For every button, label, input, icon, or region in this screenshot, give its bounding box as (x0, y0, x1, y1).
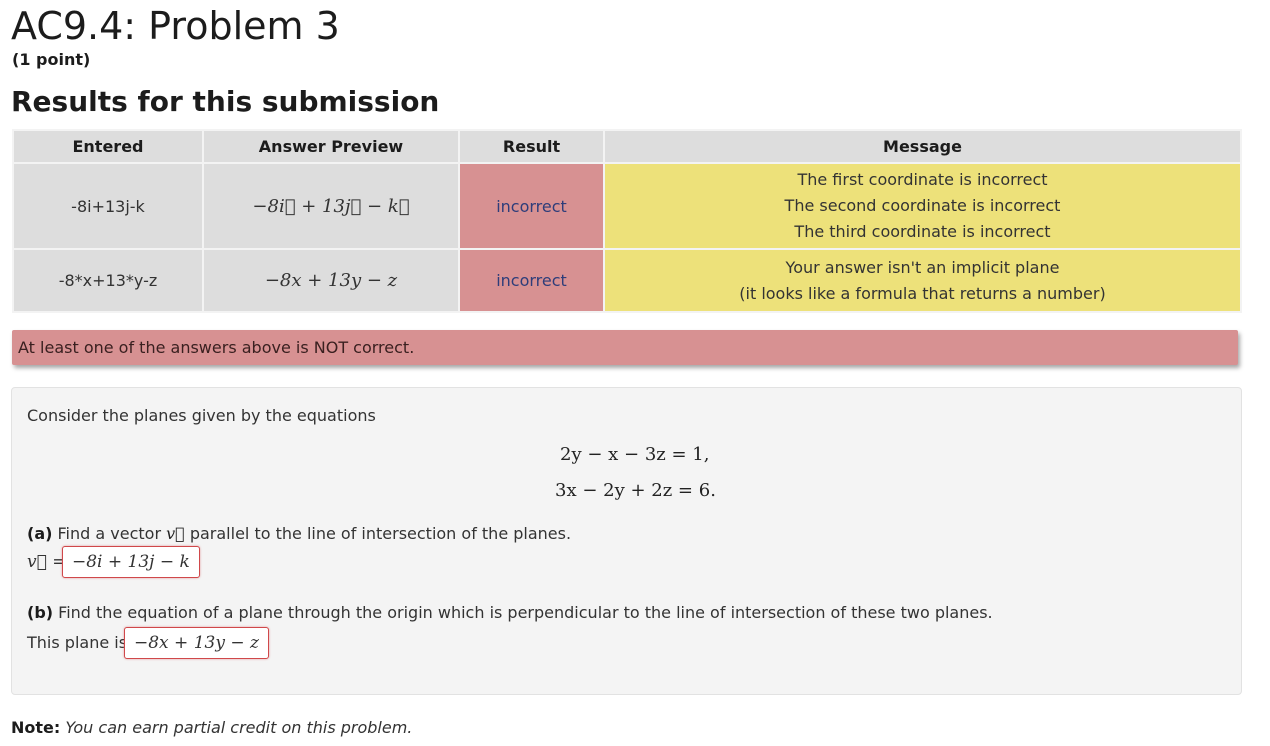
result-cell: incorrect (458, 248, 605, 313)
table-row: -8*x+13*y-z −8x + 13y − z incorrect Your… (12, 248, 1242, 313)
column-header-entered: Entered (12, 129, 204, 164)
message-line: The second coordinate is incorrect (784, 196, 1061, 215)
answer-input-a[interactable]: −8i + 13j − k (62, 546, 200, 578)
answer-input-b[interactable]: −8x + 13y − z (124, 627, 269, 659)
page-title: AC9.4: Problem 3 (11, 4, 340, 48)
entered-cell: -8*x+13*y-z (12, 248, 204, 313)
column-header-result: Result (458, 129, 605, 164)
vector-v-symbol: v⃗ (166, 524, 185, 543)
message-line: The third coordinate is incorrect (794, 222, 1051, 241)
part-b-text: Find the equation of a plane through the… (53, 603, 993, 622)
column-header-answer-preview: Answer Preview (202, 129, 460, 164)
part-a-text-after: parallel to the line of intersection of … (184, 524, 572, 543)
part-b-tag: (b) (27, 603, 54, 622)
equation-1: 2y − x − 3z = 1, (560, 444, 710, 465)
vector-v-label: v⃗ = (27, 552, 67, 572)
message-line: Your answer isn't an implicit plane (785, 257, 1060, 277)
plane-label: This plane is (27, 633, 128, 652)
equation-2: 3x − 2y + 2z = 6. (555, 480, 716, 501)
entered-cell: -8i+13j-k (12, 162, 204, 250)
part-a-text-before: Find a vector (52, 524, 167, 543)
answer-preview-cell: −8x + 13y − z (202, 248, 460, 313)
result-cell: incorrect (458, 162, 605, 250)
answer-preview-cell: −8i⃗ + 13j⃗ − k⃗ (202, 162, 460, 250)
points-label: (1 point) (12, 50, 91, 69)
note-text: You can earn partial credit on this prob… (60, 718, 413, 737)
column-header-message: Message (603, 129, 1242, 164)
results-header-row: Entered Answer Preview Result Message (12, 129, 1242, 164)
table-row: -8i+13j-k −8i⃗ + 13j⃗ − k⃗ incorrect The… (12, 162, 1242, 250)
message-cell: Your answer isn't an implicit plane (it … (603, 248, 1242, 313)
part-a-tag: (a) (27, 524, 53, 543)
incorrect-alert: At least one of the answers above is NOT… (12, 330, 1238, 365)
message-cell: The first coordinate is incorrect The se… (603, 162, 1242, 250)
note-label: Note: (11, 718, 61, 737)
message-line: The first coordinate is incorrect (797, 170, 1048, 189)
results-table: Entered Answer Preview Result Message -8… (12, 129, 1242, 313)
part-a-question: (a) Find a vector v⃗ parallel to the lin… (27, 524, 571, 543)
problem-intro: Consider the planes given by the equatio… (27, 406, 376, 425)
problem-body: Consider the planes given by the equatio… (11, 387, 1242, 695)
message-line: (it looks like a formula that returns a … (739, 283, 1106, 303)
partial-credit-note: Note: You can earn partial credit on thi… (11, 718, 412, 737)
part-b-question: (b) Find the equation of a plane through… (27, 603, 993, 622)
results-heading: Results for this submission (11, 85, 440, 118)
